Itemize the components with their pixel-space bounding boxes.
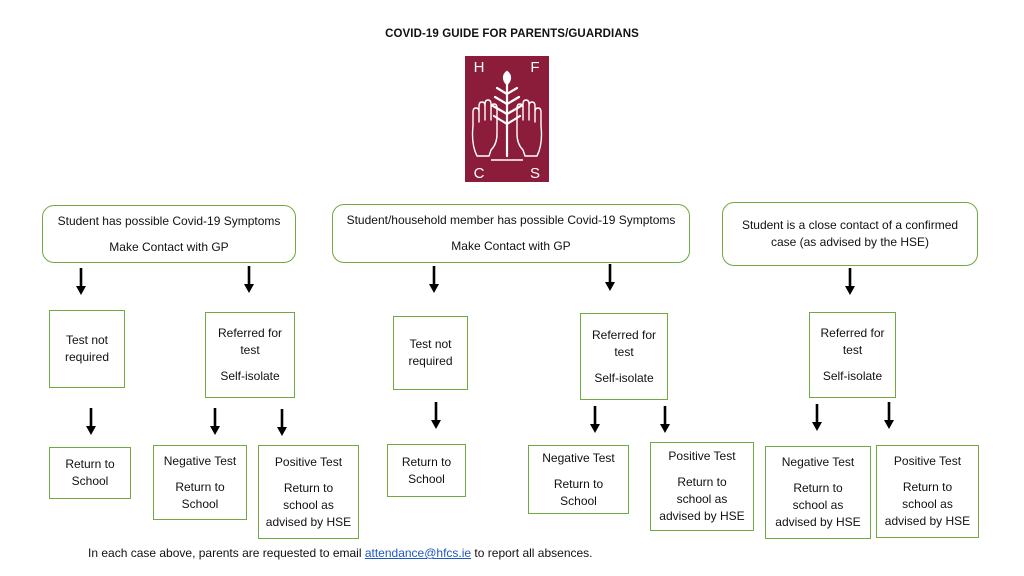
- box-text: test: [614, 344, 634, 359]
- box-text: school as: [902, 497, 953, 511]
- footer-text-before: In each case above, parents are requeste…: [88, 546, 365, 560]
- box-text: Return to: [793, 481, 843, 495]
- box-text: Return to: [677, 475, 727, 489]
- footer-note: In each case above, parents are requeste…: [88, 546, 593, 560]
- box-heading: Negative Test: [163, 453, 237, 468]
- box-text: Return to: [401, 454, 452, 469]
- box-text: School: [71, 474, 109, 488]
- symptoms-student-box: Student has possible Covid-19 Symptoms M…: [42, 205, 296, 263]
- box-text: required: [64, 350, 110, 364]
- box-text: School: [181, 496, 219, 511]
- down-arrow-icon: [605, 264, 615, 291]
- box-heading: Positive Test: [274, 454, 343, 469]
- return-to-school-box: Return to School: [387, 444, 466, 497]
- test-not-required-box: Test not required: [393, 316, 468, 390]
- symptoms-household-box: Student/household member has possible Co…: [332, 204, 690, 263]
- down-arrow-icon: [590, 406, 600, 433]
- box-text: Student has possible Covid-19 Symptoms: [57, 213, 281, 228]
- logo-letter-c: C: [474, 165, 485, 182]
- box-text: School: [560, 493, 597, 508]
- return-to-school-box: Return to School: [49, 447, 131, 499]
- down-arrow-icon: [210, 408, 220, 435]
- down-arrow-icon: [845, 268, 855, 295]
- page-title: COVID-19 GUIDE FOR PARENTS/GUARDIANS: [385, 28, 639, 40]
- box-text: Return to: [283, 480, 334, 495]
- box-text: Self-isolate: [220, 369, 280, 383]
- box-text: Make Contact with GP: [451, 239, 571, 253]
- box-text: Self-isolate: [822, 369, 883, 383]
- box-text: School: [408, 471, 445, 486]
- box-text: Self-isolate: [594, 370, 654, 385]
- referred-for-test-box: Referred for test Self-isolate: [580, 313, 668, 400]
- box-text: school as: [676, 492, 728, 506]
- box-text: Return to: [65, 457, 115, 471]
- box-text: Return to: [175, 479, 225, 494]
- down-arrow-icon: [76, 268, 86, 295]
- box-text: advised by HSE: [884, 514, 971, 528]
- down-arrow-icon: [812, 404, 822, 431]
- box-text: case (as advised by the HSE): [770, 235, 930, 249]
- box-text: required: [408, 354, 453, 368]
- box-text: Student is a close contact of a confirme…: [741, 218, 959, 232]
- box-heading: Positive Test: [893, 454, 962, 468]
- box-text: Referred for: [591, 327, 657, 342]
- down-arrow-icon: [86, 408, 96, 435]
- box-text: Referred for: [820, 326, 885, 340]
- school-logo: H F C S: [465, 56, 549, 182]
- positive-test-box: Positive Test Return to school as advise…: [650, 442, 754, 531]
- negative-test-box: Negative Test Return to school as advise…: [765, 446, 871, 539]
- box-text: Make Contact with GP: [109, 239, 229, 254]
- referred-for-test-box: Referred for test Self-isolate: [205, 312, 295, 398]
- hands-wheat-emblem-icon: H F C S: [471, 59, 543, 182]
- close-contact-box: Student is a close contact of a confirme…: [722, 202, 978, 266]
- negative-test-box: Negative Test Return to School: [153, 445, 247, 520]
- box-heading: Negative Test: [781, 455, 855, 469]
- attendance-email-link[interactable]: attendance@hfcs.ie: [364, 546, 472, 560]
- box-text: test: [842, 343, 863, 357]
- test-not-required-box: Test not required: [49, 310, 125, 388]
- down-arrow-icon: [429, 266, 439, 293]
- box-text: Referred for: [217, 326, 283, 340]
- box-heading: Negative Test: [542, 450, 615, 465]
- box-text: advised by HSE: [775, 515, 861, 529]
- positive-test-box: Positive Test Return to school as advise…: [876, 445, 979, 538]
- box-text: school as: [792, 498, 844, 512]
- box-text: Return to: [902, 480, 953, 494]
- box-text: test: [240, 343, 260, 357]
- box-text: advised by HSE: [659, 509, 745, 523]
- logo-letter-f: F: [530, 59, 539, 76]
- down-arrow-icon: [884, 402, 894, 429]
- negative-test-box: Negative Test Return to School: [528, 445, 629, 514]
- box-text: Test not: [65, 333, 109, 347]
- down-arrow-icon: [244, 266, 254, 293]
- box-text: Test not: [409, 337, 452, 351]
- box-heading: Positive Test: [668, 449, 736, 463]
- down-arrow-icon: [660, 406, 670, 433]
- referred-for-test-box: Referred for test Self-isolate: [809, 312, 896, 398]
- positive-test-box: Positive Test Return to school as advise…: [258, 445, 359, 539]
- down-arrow-icon: [277, 409, 287, 436]
- footer-text-after: to report all absences.: [471, 546, 593, 560]
- logo-letter-s: S: [530, 165, 540, 182]
- box-text: Student/household member has possible Co…: [346, 213, 676, 227]
- box-text: Return to: [553, 476, 604, 491]
- logo-letter-h: H: [474, 59, 485, 76]
- box-text: school as: [283, 497, 334, 512]
- down-arrow-icon: [431, 402, 441, 429]
- box-text: advised by HSE: [265, 514, 352, 529]
